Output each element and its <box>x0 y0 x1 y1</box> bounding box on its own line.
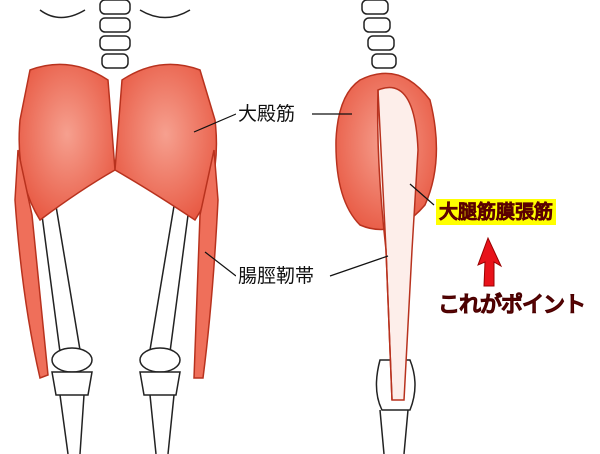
back-view-skeleton <box>39 0 191 454</box>
label-iliotibial-band: 腸脛靭帯 <box>236 264 317 288</box>
up-arrow-icon <box>477 236 503 287</box>
label-gluteus-maximus: 大殿筋 <box>236 102 298 126</box>
back-view-muscles <box>14 63 219 380</box>
side-view-muscles <box>335 72 438 401</box>
label-tensor-fasciae-latae: 大腿筋膜張筋 <box>436 199 557 225</box>
leader-lines <box>193 113 435 277</box>
point-note: これがポイント <box>438 293 587 319</box>
